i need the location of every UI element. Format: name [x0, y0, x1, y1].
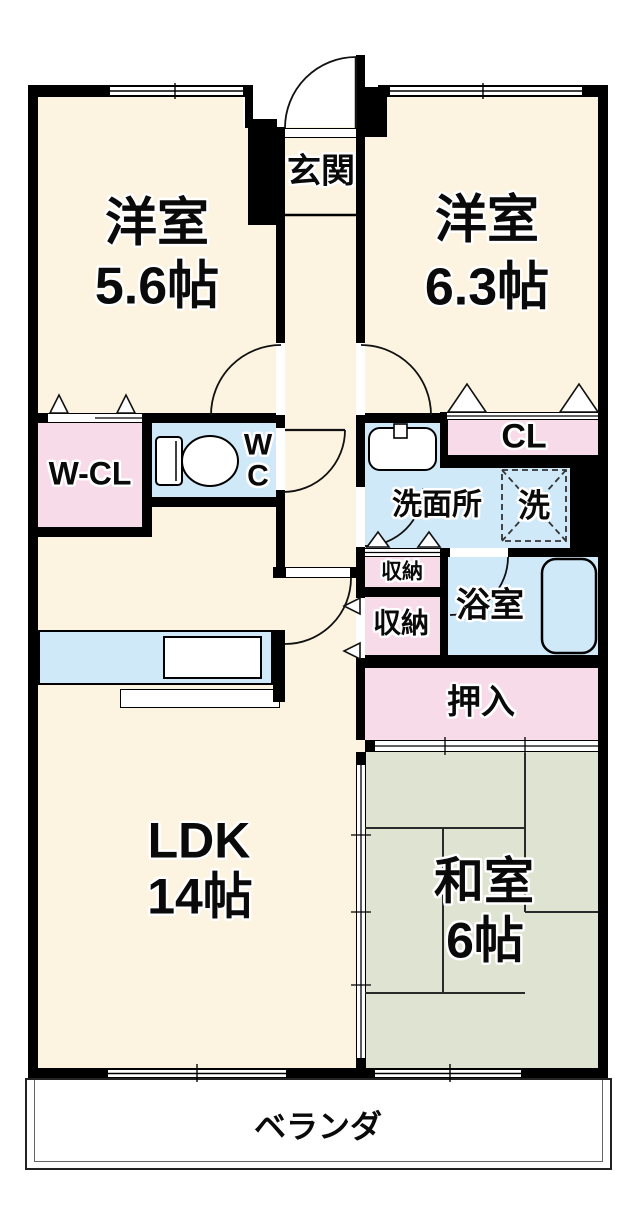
veranda-inner-line — [34, 1080, 603, 1162]
label-western-b-size: 6.3帖 — [424, 258, 550, 317]
wall-wc-bottom — [142, 497, 285, 507]
door-gap-storage-lower — [356, 598, 365, 658]
label-japanese-name: 和室 — [434, 853, 534, 910]
door-gap-washroom — [356, 487, 365, 547]
wall-below-bath — [356, 655, 598, 668]
label-ldk-size: 14帖 — [147, 868, 253, 925]
wall-below-cl — [440, 455, 598, 468]
wall-entry-left — [245, 95, 253, 128]
wall-storage-divider — [365, 587, 440, 597]
wall-wc-top — [152, 413, 276, 423]
label-western-a-size: 5.6帖 — [94, 257, 220, 316]
sliding-door-detail-lines — [95, 415, 598, 1058]
entry-door-arc — [284, 56, 357, 129]
label-walk-in-closet: W-CL — [48, 455, 132, 492]
washbasin-icon — [368, 423, 437, 471]
wall-wcl-bottom — [28, 527, 152, 537]
wall-entry-block — [248, 119, 277, 225]
wall-hall-left-a — [276, 127, 285, 343]
wall-right-of-washer — [570, 468, 598, 548]
wall-bath-top — [448, 548, 598, 557]
wall-washitsu-band-bottom — [356, 1058, 366, 1070]
western-b-door-arc — [360, 344, 432, 416]
wall-right — [598, 85, 608, 1078]
label-toilet-line2: C — [247, 459, 269, 492]
door-gap-western-b — [356, 343, 365, 415]
door-band-ldk — [285, 567, 351, 578]
tatami-lines — [365, 753, 598, 994]
storage-fold-triangle — [342, 596, 361, 616]
door-gap-western-a — [276, 343, 285, 415]
washroom-fold-triangle — [365, 530, 391, 548]
wall-hall-right-c — [356, 547, 365, 598]
room-storage-upper — [365, 557, 440, 587]
wcl-fold-triangle — [48, 393, 70, 414]
label-toilet: W C — [244, 430, 272, 491]
bathroom-door-arc — [449, 556, 509, 616]
label-closet: CL — [501, 417, 547, 456]
wall-sink-cl-divider — [440, 412, 448, 468]
wall-left — [28, 85, 38, 1078]
label-japanese-size: 6帖 — [446, 912, 524, 969]
wall-top-mid — [243, 85, 253, 97]
wall-washroom-top — [356, 413, 447, 423]
cl-fold-triangle — [558, 382, 600, 413]
wall-washitsu-band-top — [356, 752, 366, 765]
wall-hall-right-a — [356, 55, 365, 345]
label-bathroom: 浴室 — [456, 586, 524, 625]
veranda-area — [25, 1078, 612, 1170]
wall-wcl-wc-divider — [142, 413, 152, 527]
label-western-a-name: 洋室 — [104, 194, 210, 253]
room-walk-in-closet — [38, 423, 142, 527]
cl-fold-triangle — [446, 382, 488, 413]
label-genkan: 玄関 — [287, 152, 355, 191]
ldk-door-arc — [284, 577, 352, 645]
label-western-b-name: 洋室 — [434, 191, 540, 250]
washroom-fold-triangle — [416, 530, 442, 548]
wall-wcl-corner — [38, 413, 48, 423]
label-veranda: ベランダ — [253, 1108, 383, 1145]
room-closet — [447, 420, 598, 455]
bathtub-icon — [540, 557, 598, 655]
label-oshiire: 押入 — [447, 683, 515, 722]
label-storage-lower: 収納 — [372, 607, 430, 639]
wcl-fold-triangle — [115, 393, 137, 414]
wall-oshiire-band-end — [365, 740, 375, 752]
storage-fold-triangle — [342, 641, 361, 661]
wall-top-left — [28, 85, 110, 97]
label-washing-machine: 洗 — [517, 487, 551, 524]
wall-ldk-door-left — [273, 567, 285, 578]
toilet-icon — [155, 435, 239, 487]
room-storage-lower — [365, 597, 440, 655]
wall-hall-left-c — [276, 488, 285, 570]
western-a-door-arc — [210, 344, 282, 416]
label-storage-upper: 収納 — [381, 560, 423, 584]
door-gap-toilet — [276, 428, 285, 490]
toilet-door-arc — [282, 429, 346, 493]
kitchen-sink — [163, 636, 262, 679]
label-ldk-name: LDK — [147, 812, 251, 869]
wall-kitchen-end — [273, 630, 285, 702]
folding-door-triangles — [48, 382, 600, 661]
label-washroom: 洗面所 — [392, 488, 482, 522]
wall-hall-left-b — [276, 415, 285, 430]
wall-hall-right-b — [356, 413, 365, 488]
entry-threshold — [285, 128, 356, 138]
room-bathroom — [448, 557, 598, 655]
door-arcs — [210, 56, 509, 645]
room-oshiire — [365, 668, 598, 740]
door-gap-bathroom — [450, 548, 508, 557]
washer-space-icon — [501, 469, 567, 542]
wall-oshiire-left — [356, 668, 365, 740]
label-toilet-line1: W — [243, 428, 273, 462]
wall-entry-right-block — [365, 87, 387, 137]
wall-storage-bath-divider — [440, 548, 448, 660]
window-detail-lines — [108, 83, 582, 1082]
